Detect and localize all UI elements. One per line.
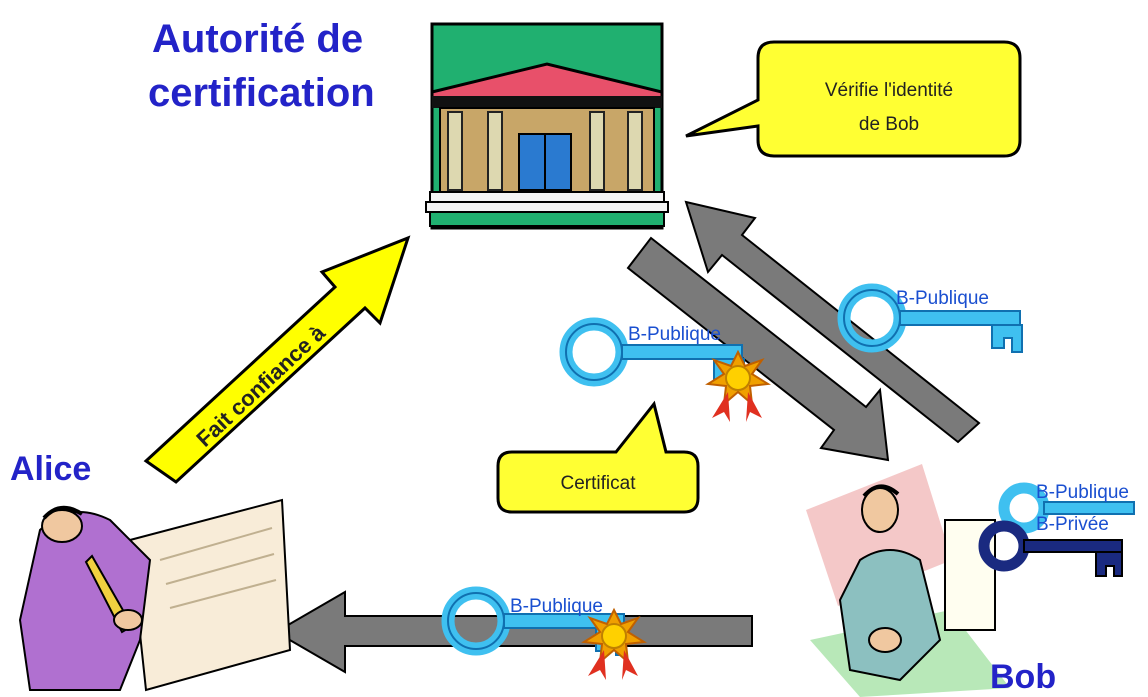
bob-public-key-label: B-Publique — [1036, 482, 1129, 503]
key-label-to-authority: B-Publique — [896, 288, 989, 309]
verify-identity-bubble: Vérifie l'identité de Bob — [685, 40, 1022, 158]
authority-building-icon — [425, 22, 669, 230]
alice-figure-icon — [18, 498, 292, 692]
bob-private-key-icon — [978, 520, 1123, 577]
verify-text-line1: Vérifie l'identité — [825, 80, 953, 101]
authority-title-line1: Autorité de — [152, 17, 363, 61]
key-label-to-alice: B-Publique — [510, 596, 603, 617]
trust-arrow: Fait confiance à — [143, 235, 411, 484]
bob-label: Bob — [990, 658, 1056, 696]
bob-private-key-label: B-Privée — [1036, 514, 1109, 535]
alice-label: Alice — [10, 450, 91, 488]
certificate-text: Certificat — [561, 473, 637, 494]
arrow-bob-to-alice — [274, 590, 753, 674]
certificate-seal-icon — [707, 351, 769, 423]
verify-text-line2: de Bob — [859, 114, 919, 135]
key-label-certificate: B-Publique — [628, 324, 721, 345]
trust-arrow-label: Fait confiance à — [191, 319, 330, 451]
arrow-authority-to-bob — [626, 236, 890, 462]
arrow-bob-to-authority — [684, 200, 981, 444]
authority-title-line2: certification — [148, 71, 375, 115]
bob-figure-icon — [806, 464, 1010, 697]
bob-public-key-icon — [998, 482, 1135, 534]
certificate-bubble: Certificat — [496, 400, 700, 514]
